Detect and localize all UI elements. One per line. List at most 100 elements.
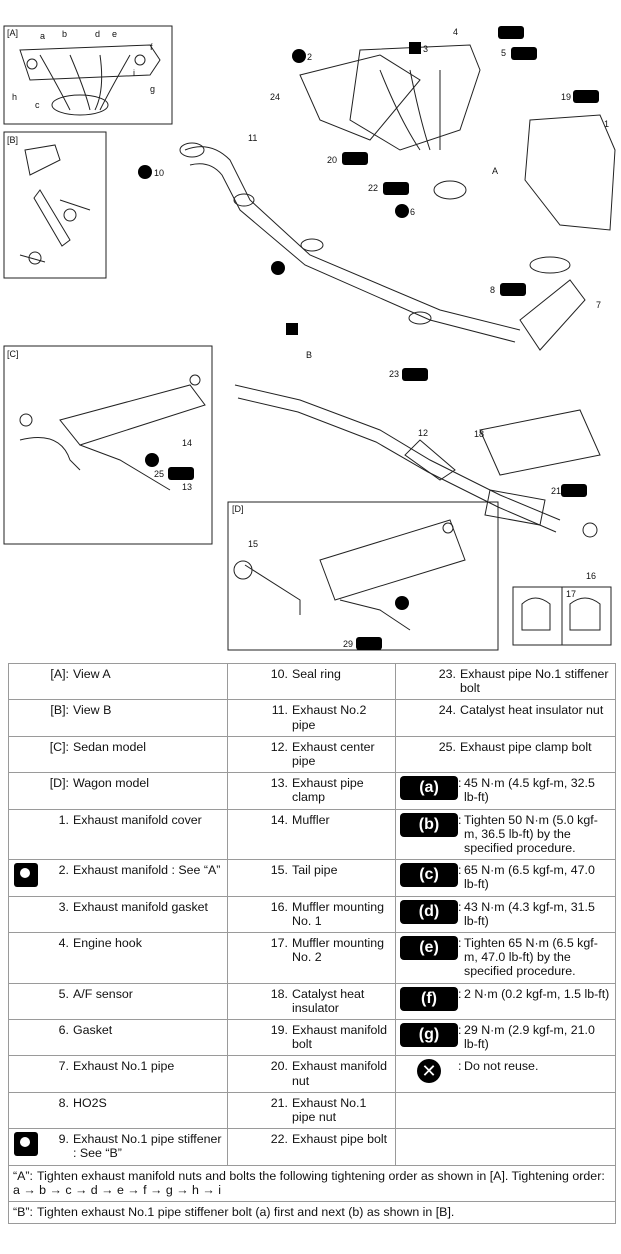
legend-cell: 5. A/F sensor [8, 982, 228, 1021]
legend-cell: 3.Exhaust manifold gasket [8, 895, 228, 934]
legend-number: 24. [438, 703, 456, 718]
torque-badge-icon [168, 26, 599, 650]
view-c-muffler [19, 374, 206, 491]
legend-text: Wagon model [73, 776, 149, 791]
callout-14: 14 [182, 438, 192, 448]
legend-cell [395, 1091, 616, 1130]
legend-row: 9. Exhaust No.1 pipe stiffener : See “B” 2… [8, 1128, 616, 1166]
legend-text: A/F sensor [73, 986, 133, 1001]
callout-8: 8 [490, 285, 495, 295]
view-label-a: [A] [7, 28, 18, 38]
legend-text: 29 N·m (2.9 kgf-m, 21.0 lb-ft) [464, 1023, 595, 1052]
legend-cell: 24. Catalyst heat insulator nut [395, 699, 616, 737]
legend-cell: 10.Seal ring [227, 662, 396, 701]
torque-icon: (d) [400, 899, 458, 924]
callout-1: 1 [604, 119, 609, 129]
legend-text: Do not reuse. [464, 1059, 539, 1074]
legend-text: Exhaust No.1 pipe stiffener : See “B” [73, 1132, 222, 1161]
callout-5: 5 [501, 48, 506, 58]
legend-number: 19. [270, 1023, 288, 1038]
legend-text: Tail pipe [292, 863, 338, 878]
legend-cell [395, 1128, 616, 1166]
legend-number: 4. [58, 936, 69, 951]
special-tool-icon [14, 1132, 38, 1157]
callout-20: 20 [327, 155, 337, 165]
legend-cell: 21.Exhaust No.1 pipe nut [227, 1091, 396, 1130]
legend-cell: ✕:Do not reuse. [395, 1055, 616, 1093]
view-a-box [3, 25, 173, 125]
legend-text: Exhaust manifold nut [292, 1059, 388, 1088]
legend-cell: 13.Exhaust pipe clamp [227, 772, 396, 810]
legend-number: [A]: [50, 667, 69, 681]
legend-text: Exhaust pipe clamp bolt [460, 739, 592, 754]
callout-23: 23 [389, 369, 399, 379]
callout-19: 19 [561, 92, 571, 102]
callout-6: 6 [410, 207, 415, 217]
order-letter-h: h [12, 92, 17, 102]
legend-cell: [D]:Wagon model [8, 772, 228, 810]
note-text: Tighten exhaust No.1 pipe stiffener bolt… [36, 1205, 455, 1220]
legend-number: 11. [271, 703, 288, 718]
legend-row: 5. A/F sensor 18. Catalyst heat insulator (f… [8, 982, 616, 1021]
order-letter-g: g [150, 84, 155, 94]
legend-cell: 4. Engine hook [8, 932, 228, 984]
legend-cell: (d):43 N·m (4.3 kgf-m, 31.5 lb-ft) [395, 895, 616, 934]
legend-text: Catalyst heat insulator [292, 986, 365, 1015]
special-tool-icon [286, 42, 421, 335]
note-label: “B”: [13, 1205, 33, 1220]
view-d-box [227, 501, 499, 651]
exhaust-system-diagram: [A] [B] [C] [D] 1 2 3 4 5 6 7 8 10 11 12… [3, 25, 616, 651]
legend-text: Engine hook [73, 936, 142, 951]
legend-number: 7. [58, 1059, 69, 1074]
legend-cell: 15.Tail pipe [227, 859, 396, 897]
order-letter-d: d [95, 29, 100, 39]
view-label-d: [D] [232, 504, 244, 514]
callout-4: 4 [453, 27, 458, 37]
order-letter-i: i [133, 68, 135, 78]
legend-cell: 23.Exhaust pipe No.1 stiffener bolt [395, 662, 616, 701]
legend-number: 12. [270, 739, 288, 754]
legend-cell: 25.Exhaust pipe clamp bolt [395, 735, 616, 774]
legend-number: 9. [58, 1132, 69, 1147]
legend-cell: (c):65 N·m (6.5 kgf-m, 47.0 lb-ft) [395, 859, 616, 897]
legend-text: View B [73, 703, 112, 718]
legend-number: 13. [270, 776, 288, 791]
legend-text: Exhaust manifold : See “A” [73, 863, 221, 878]
legend-text: Catalyst heat insulator nut [460, 703, 604, 718]
legend-number: 22. [270, 1132, 288, 1147]
legend-cell: (f):2 N·m (0.2 kgf-m, 1.5 lb-ft) [395, 982, 616, 1021]
callout-18: 18 [474, 429, 484, 439]
special-tool-icon [14, 863, 38, 888]
legend-cell: 11.Exhaust No.2 pipe [227, 699, 396, 737]
legend-cell: 12.Exhaust center pipe [227, 735, 396, 774]
legend-text: Exhaust pipe No.1 stiffener bolt [460, 667, 609, 696]
legend-text: Exhaust manifold cover [73, 812, 202, 827]
legend-cell: 20.Exhaust manifold nut [227, 1055, 396, 1093]
legend-cell: 6.Gasket [8, 1019, 228, 1057]
legend-cell: 7.Exhaust No.1 pipe [8, 1055, 228, 1093]
callout-22: 22 [368, 183, 378, 193]
callout-16: 16 [586, 571, 596, 581]
callout-21: 21 [551, 486, 561, 496]
legend-note: “B”:Tighten exhaust No.1 pipe stiffener … [8, 1201, 616, 1225]
legend-cell: 17.Muffler mounting No. 2 [227, 932, 396, 984]
legend-number: 5. [58, 986, 69, 1001]
view-arrow-a: A [492, 166, 498, 176]
callout-12: 12 [418, 428, 428, 438]
legend-number: 18. [270, 986, 288, 1001]
callout-25: 25 [154, 469, 164, 479]
view-arrow-b: B [306, 350, 312, 360]
view-label-b: [B] [7, 135, 18, 145]
legend-number: 16. [270, 899, 288, 914]
legend-text: Muffler mounting No. 2 [292, 936, 385, 965]
legend-text: 2 N·m (0.2 kgf-m, 1.5 lb-ft) [464, 986, 610, 1001]
do-not-reuse-icon: ✕ [417, 1059, 441, 1084]
legend-cell: 16.Muffler mounting No. 1 [227, 895, 396, 934]
legend-number: 1. [58, 812, 69, 827]
callout-10: 10 [154, 168, 164, 178]
